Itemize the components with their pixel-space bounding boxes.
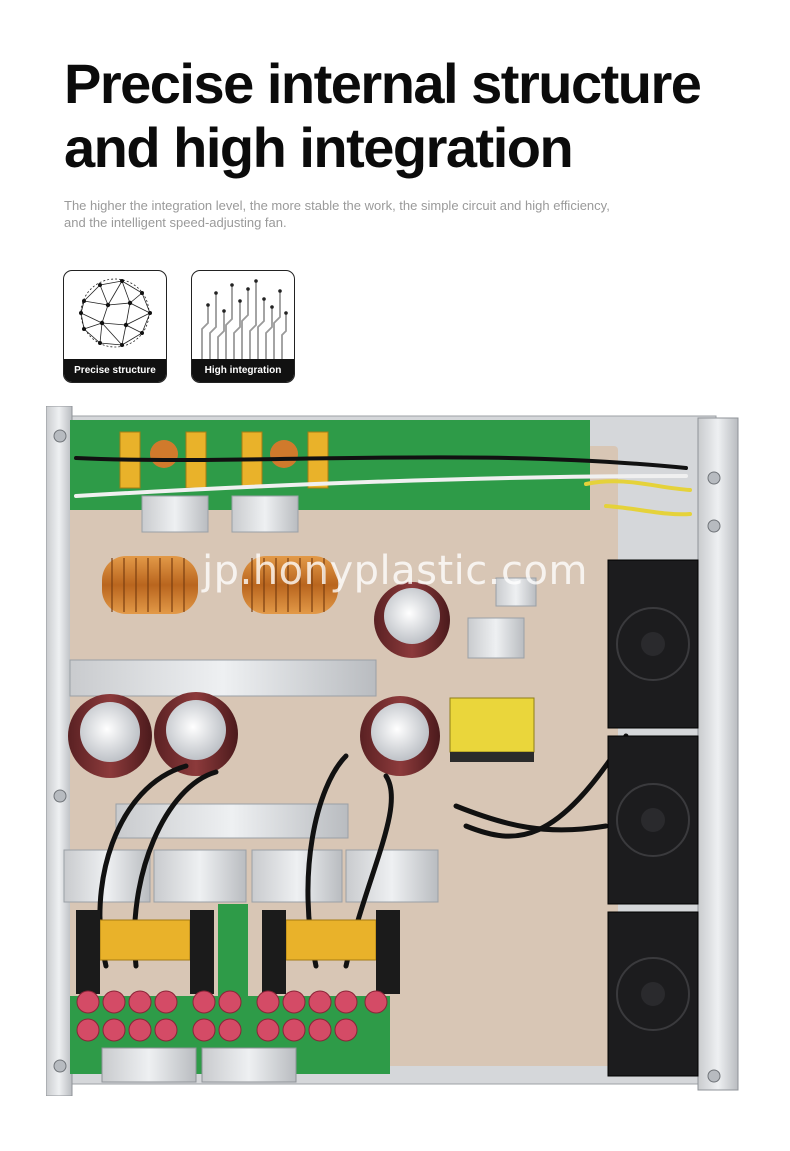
page-title: Precise internal structure and high inte… [64, 52, 764, 180]
power-supply-interior-photo [46, 406, 739, 1096]
page-subtitle: The higher the integration level, the mo… [64, 197, 704, 231]
badge-high-integration: High integration [191, 270, 295, 383]
watermark: jp.honyplastic.com [202, 548, 588, 594]
geodesic-sphere-icon [79, 278, 152, 348]
title-line-1: Precise internal structure [64, 52, 702, 115]
badge-label: Precise structure [64, 359, 166, 382]
badge-precise-structure: Precise structure [63, 270, 167, 383]
circuit-traces-icon [201, 279, 288, 359]
subtitle-line-1: The higher the integration level, the mo… [64, 198, 610, 213]
title-line-2: and high integration [64, 116, 574, 179]
badge-label: High integration [192, 359, 294, 382]
subtitle-line-2: and the intelligent speed-adjusting fan. [64, 215, 287, 230]
